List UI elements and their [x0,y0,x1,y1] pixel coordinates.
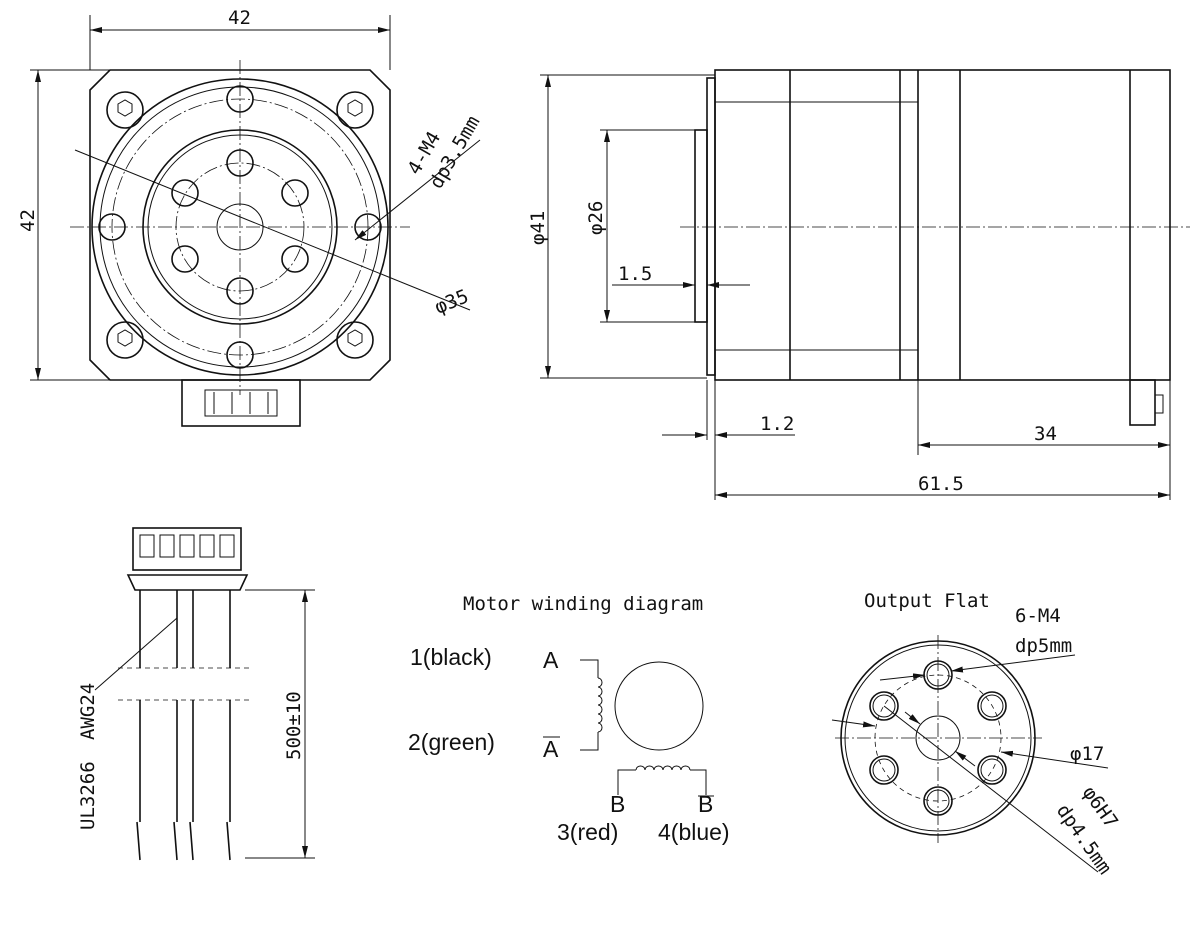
mounting-holes [98,85,382,369]
flange-dia: φ35 [432,285,472,318]
output-flat-title: Output Flat [864,590,990,612]
output-flat-view: Output Flat 6-M4 dp5mm φ17 φ6H7 dp4.5mm [831,590,1122,878]
phase-b-label: B [610,791,625,817]
front-view: 42 42 4-M4 dp3.5mm φ35 [17,7,484,427]
winding-diagram: Motor winding diagram 1(black) A 2(green… [408,593,730,845]
boss-length: 1.5 [618,263,652,285]
body-dia: φ41 [527,211,549,245]
flange-thickness: 1.2 [760,413,794,435]
output-thread-note-1: 6-M4 [1015,605,1061,627]
pcd-dia: φ17 [1070,743,1104,765]
cable-length: 500±10 [283,691,305,760]
wire3-label: 3(red) [557,819,618,845]
cable-view: UL3266 AWG24 500±10 [77,527,315,861]
wire1-label: 1(black) [410,644,492,670]
phase-b-bar-label: B [698,791,713,817]
boss-dia: φ26 [585,201,607,235]
height-dim: 42 [17,209,39,232]
wire-spec-1: UL3266 [77,761,99,830]
side-view: φ41 φ26 1.5 1.2 34 61.5 [527,69,1190,500]
gearbox-length: 34 [1034,423,1057,445]
wire2-label: 2(green) [408,729,495,755]
corner-screws [106,91,374,359]
output-thread-note-2: dp5mm [1015,635,1072,657]
phase-a-bar-label: A [543,736,559,762]
width-dim: 42 [228,7,251,29]
phase-a-label: A [543,647,559,673]
wire4-label: 4(blue) [658,819,730,845]
wire-spec-2: AWG24 [77,683,99,740]
connector-front [181,379,301,427]
winding-title: Motor winding diagram [463,593,703,615]
total-length: 61.5 [918,473,964,495]
